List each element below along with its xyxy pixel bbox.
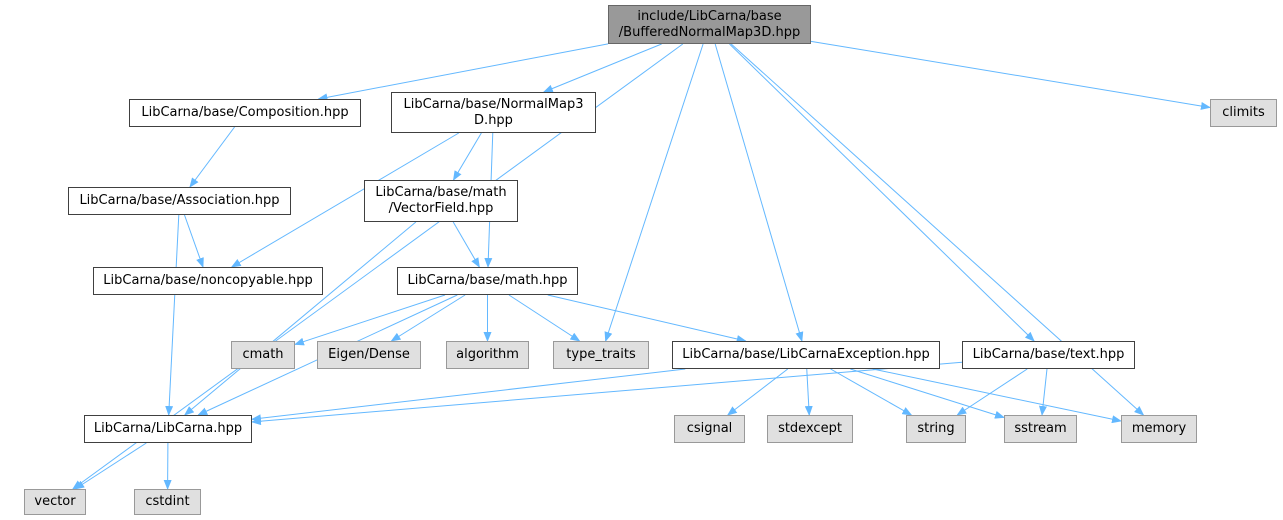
edge-association-to-libcarna <box>165 214 180 416</box>
edge-math-to-exception <box>547 294 747 343</box>
node-label-line: cmath <box>242 347 284 362</box>
dependency-edges <box>72 40 1211 490</box>
node-stdexcept: stdexcept <box>767 415 853 443</box>
edge-exception-to-string <box>830 368 913 416</box>
node-association[interactable]: LibCarna/base/Association.hpp <box>68 187 291 215</box>
node-label-line: LibCarna/base/Association.hpp <box>79 193 280 208</box>
node-label-line: Eigen/Dense <box>328 347 410 362</box>
node-label-line: /VectorField.hpp <box>388 201 494 216</box>
node-label-line: include/LibCarna/base <box>637 8 782 24</box>
node-label-line: LibCarna/base/noncopyable.hpp <box>103 273 313 288</box>
node-cstdint: cstdint <box>134 489 201 515</box>
node-sstream: sstream <box>1004 415 1077 443</box>
node-type-traits: type_traits <box>553 341 649 369</box>
node-libcarna-exception[interactable]: LibCarna/base/LibCarnaException.hpp <box>672 341 940 369</box>
edge-association-to-noncopyable <box>184 214 204 268</box>
node-label-line: LibCarna/base/NormalMap3 <box>403 96 584 112</box>
edge-text-to-libcarna <box>251 361 963 426</box>
edge-exception-to-stdexcept <box>804 368 813 416</box>
edge-exception-to-memory <box>872 368 1122 424</box>
edge-text-to-string <box>956 368 1028 416</box>
edge-root-to-composition <box>317 43 609 102</box>
edge-root-to-exception <box>714 43 804 342</box>
node-buffered-normal-map-3d[interactable]: include/LibCarna/base /BufferedNormalMap… <box>608 5 811 44</box>
node-label-line: memory <box>1131 421 1187 436</box>
node-label-line: LibCarna/LibCarna.hpp <box>93 421 243 436</box>
edge-libcarna-to-vector <box>74 442 147 490</box>
node-label-line: /BufferedNormalMap3D.hpp <box>618 24 801 40</box>
node-label-line: algorithm <box>456 347 519 362</box>
node-csignal: csignal <box>674 415 745 443</box>
edge-vectorfield-to-libcarna <box>183 221 417 416</box>
node-label-line: type_traits <box>566 347 636 362</box>
node-label-line: LibCarna/base/LibCarnaException.hpp <box>682 347 930 362</box>
node-label-line: csignal <box>686 421 733 436</box>
node-label-line: LibCarna/base/text.hpp <box>972 347 1125 362</box>
edge-vectorfield-to-math <box>452 221 480 268</box>
node-label-line: cstdint <box>145 494 190 509</box>
edge-math-to-cmath <box>294 294 446 346</box>
edge-exception-to-libcarna <box>251 368 686 423</box>
edge-exception-to-sstream <box>850 368 1005 419</box>
node-noncopyable[interactable]: LibCarna/base/noncopyable.hpp <box>93 267 323 295</box>
edge-math-to-typetraits <box>508 294 581 342</box>
node-label-line: LibCarna/base/math <box>375 185 507 200</box>
edge-exception-to-csignal <box>726 368 789 416</box>
node-string: string <box>906 415 966 443</box>
edge-root-to-typetraits <box>604 43 704 342</box>
node-libcarna[interactable]: LibCarna/LibCarna.hpp <box>84 415 252 443</box>
node-label-line: LibCarna/base/Composition.hpp <box>141 105 349 120</box>
node-label-line: climits <box>1222 105 1265 120</box>
edge-root-to-normalmap3d <box>542 43 662 93</box>
edge-composition-to-association <box>189 126 235 188</box>
node-label-line: string <box>917 421 955 436</box>
node-vector-field[interactable]: LibCarna/base/math /VectorField.hpp <box>364 180 518 222</box>
node-memory: memory <box>1121 415 1197 443</box>
node-math[interactable]: LibCarna/base/math.hpp <box>397 267 578 295</box>
edge-root-to-climits <box>810 40 1211 110</box>
edge-normalmap3d-to-noncopyable <box>230 132 460 268</box>
node-cmath: cmath <box>231 341 295 369</box>
node-eigen-dense: Eigen/Dense <box>317 341 421 369</box>
edge-text-to-sstream <box>1039 368 1048 416</box>
edge-normalmap3d-to-vectorfield <box>452 132 482 181</box>
node-vector: vector <box>24 489 86 515</box>
edge-root-to-text <box>729 43 1035 342</box>
node-normal-map-3d[interactable]: LibCarna/base/NormalMap3 D.hpp <box>391 92 596 133</box>
node-algorithm: algorithm <box>446 341 529 369</box>
node-text[interactable]: LibCarna/base/text.hpp <box>962 341 1135 369</box>
edge-math-to-eigen <box>390 294 466 342</box>
node-composition[interactable]: LibCarna/base/Composition.hpp <box>129 99 361 127</box>
node-climits: climits <box>1210 99 1277 127</box>
node-label-line: stdexcept <box>778 421 842 436</box>
node-label-line: sstream <box>1014 421 1067 436</box>
node-label-line: vector <box>34 494 76 509</box>
node-label-line: D.hpp <box>474 112 513 128</box>
node-label-line: LibCarna/base/math.hpp <box>407 273 568 288</box>
